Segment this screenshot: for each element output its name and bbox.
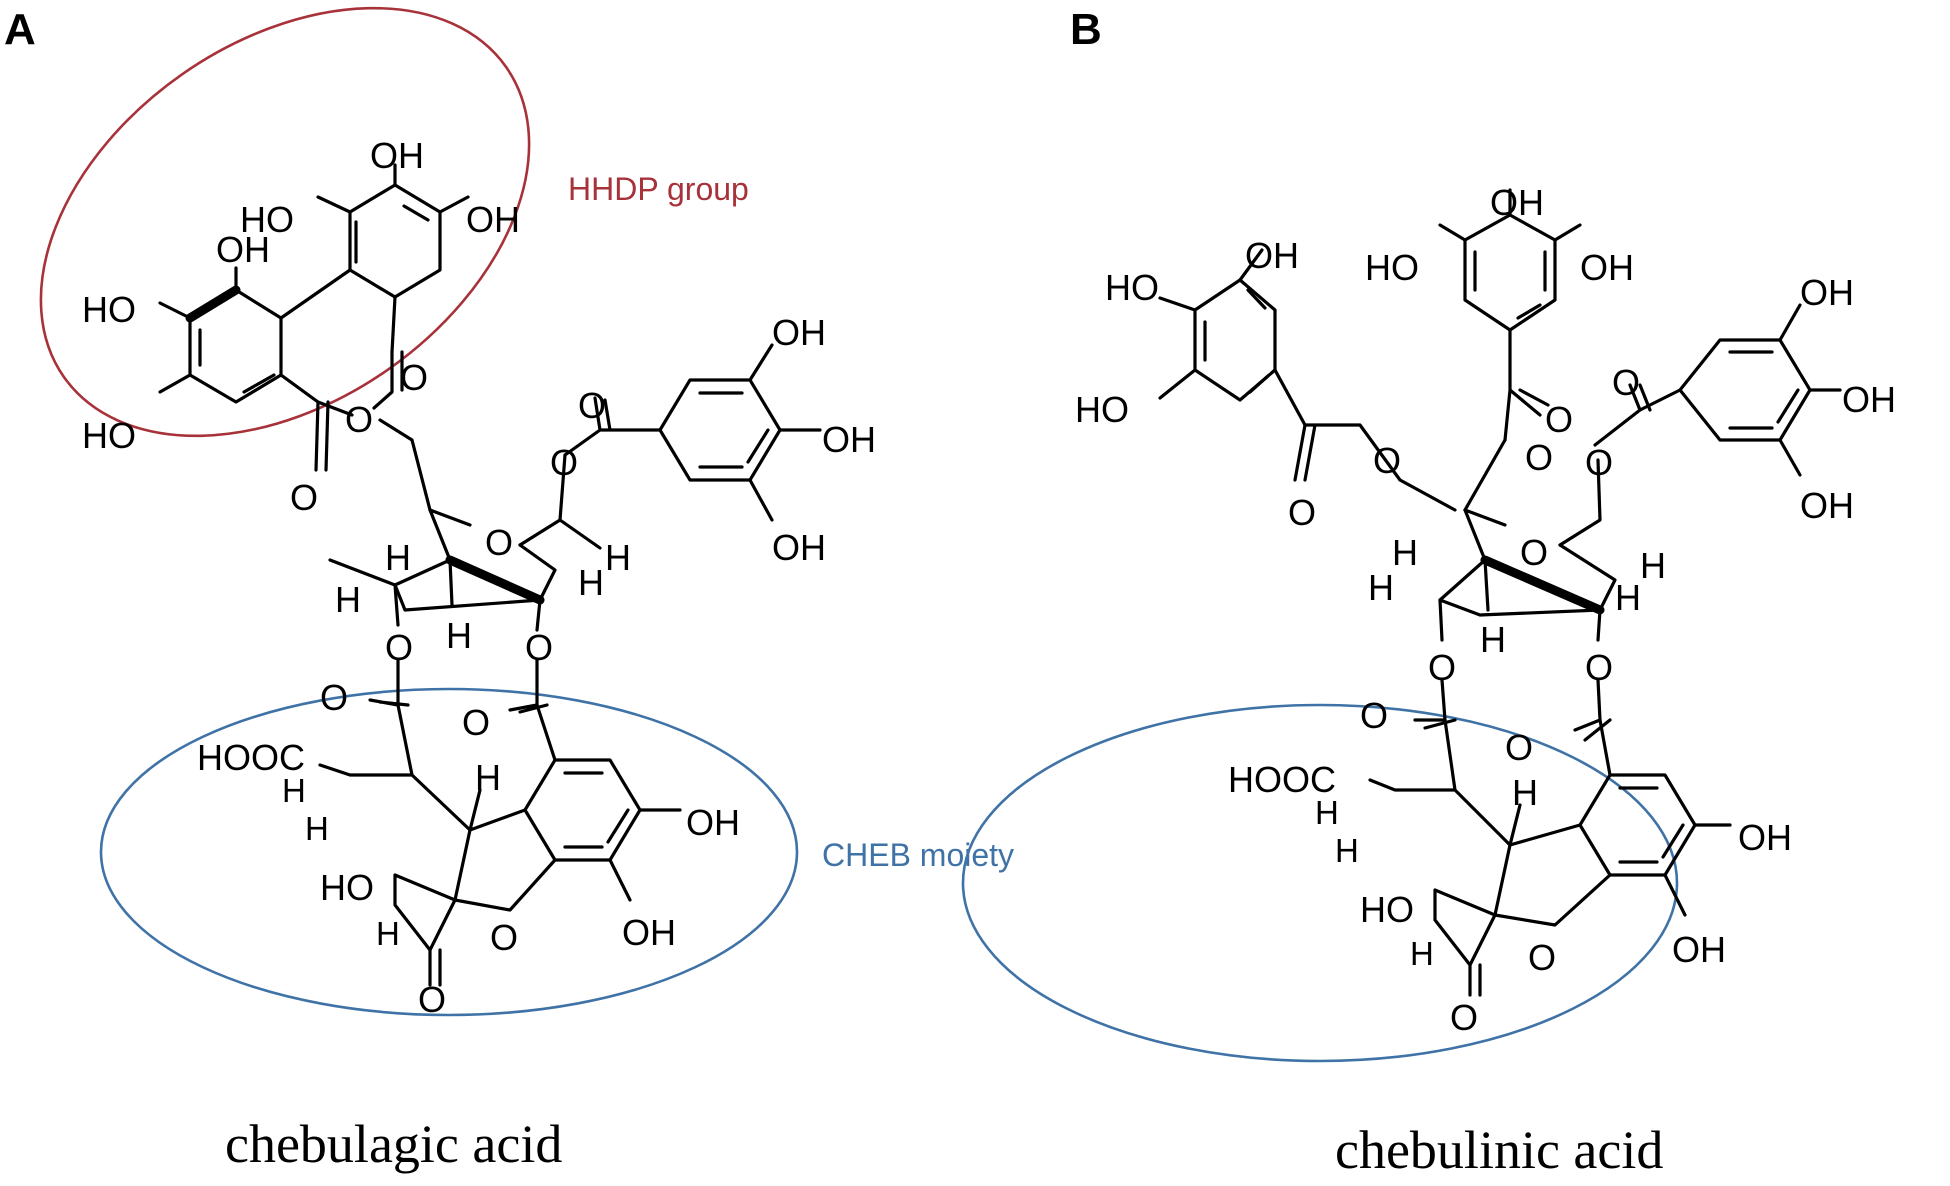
atom-label: H bbox=[1512, 772, 1538, 813]
atom-label: O bbox=[1428, 647, 1456, 688]
atom-label: HO bbox=[240, 199, 294, 240]
atom-label: O bbox=[418, 979, 446, 1020]
atom-label: H bbox=[376, 915, 400, 952]
atom-label: OH bbox=[1580, 247, 1634, 288]
atom-label: OH bbox=[822, 419, 876, 460]
atom-label: HOOC bbox=[197, 737, 305, 778]
atom-label: O bbox=[1288, 492, 1316, 533]
atom-label: OH bbox=[1800, 272, 1854, 313]
atom-label: OH bbox=[772, 312, 826, 353]
atom-label: O bbox=[1528, 937, 1556, 978]
cheb-moiety-label: CHEB moiety bbox=[822, 837, 1014, 873]
atom-label: OH bbox=[1800, 485, 1854, 526]
atom-label: H bbox=[605, 537, 631, 578]
cheb-moiety-outline bbox=[99, 687, 799, 1017]
atom-label: O bbox=[1360, 695, 1388, 736]
compound-name-a: chebulagic acid bbox=[225, 1114, 562, 1174]
atom-label: OH bbox=[216, 229, 270, 270]
atom-label: HO bbox=[320, 867, 374, 908]
atom-label: HO bbox=[1105, 267, 1159, 308]
atom-label: H bbox=[578, 562, 604, 603]
cheb-core-a bbox=[318, 658, 682, 987]
atom-label: OH bbox=[772, 527, 826, 568]
panel-a: A HHDP group CHEB moiety bbox=[4, 5, 1014, 1174]
atom-label: OH bbox=[1245, 235, 1299, 276]
atom-label: O bbox=[525, 627, 553, 668]
atom-label: H bbox=[1410, 935, 1434, 972]
atom-labels-b: OH HO HO OH HO OH OH OH OH O O O O O O O… bbox=[1075, 182, 1896, 1038]
hhdp-upper-ring bbox=[316, 163, 470, 354]
galloyl-b-left bbox=[1158, 248, 1457, 512]
atom-label: O bbox=[290, 477, 318, 518]
atom-label: H bbox=[1368, 567, 1394, 608]
atom-label: OH bbox=[1842, 379, 1896, 420]
galloyl-a bbox=[563, 343, 822, 522]
atom-label: O bbox=[490, 917, 518, 958]
hhdp-lower-ring bbox=[158, 266, 404, 472]
atom-label: HO bbox=[82, 289, 136, 330]
glucose-core-a bbox=[328, 418, 602, 632]
atom-label: H bbox=[1480, 619, 1506, 660]
atom-label: HO bbox=[1365, 247, 1419, 288]
atom-label: O bbox=[345, 399, 373, 440]
atom-label: H bbox=[1392, 532, 1418, 573]
atom-label: O bbox=[462, 702, 490, 743]
atom-label: OH bbox=[622, 912, 676, 953]
atom-label: OH bbox=[686, 802, 740, 843]
atom-label: O bbox=[578, 385, 606, 426]
hhdp-group-label: HHDP group bbox=[568, 171, 749, 207]
atom-label: O bbox=[1545, 399, 1573, 440]
atom-label: H bbox=[385, 537, 411, 578]
atom-label: H bbox=[1640, 545, 1666, 586]
atom-label: O bbox=[1525, 437, 1553, 478]
atom-label: OH bbox=[1490, 182, 1544, 223]
atom-label: H bbox=[1315, 794, 1339, 831]
atom-label: H bbox=[1615, 577, 1641, 618]
cheb-moiety-outline-b bbox=[961, 703, 1679, 1063]
atom-label: H bbox=[335, 579, 361, 620]
panel-b-letter: B bbox=[1070, 5, 1102, 54]
atom-label: O bbox=[1505, 727, 1533, 768]
atom-label: HO bbox=[1075, 389, 1129, 430]
atom-label: OH bbox=[466, 199, 520, 240]
atom-label: O bbox=[1520, 532, 1548, 573]
panel-b: B bbox=[961, 5, 1896, 1180]
panel-a-letter: A bbox=[4, 5, 36, 54]
atom-label: HOOC bbox=[1228, 759, 1336, 800]
atom-label: O bbox=[485, 522, 513, 563]
atom-label: OH bbox=[1672, 929, 1726, 970]
atom-label: HO bbox=[82, 415, 136, 456]
atom-label: O bbox=[1585, 647, 1613, 688]
cheb-core-b bbox=[1368, 678, 1732, 997]
atom-label: O bbox=[1373, 440, 1401, 481]
atom-label: H bbox=[1335, 832, 1359, 869]
atom-label: H bbox=[446, 615, 472, 656]
atom-label: OH bbox=[1738, 817, 1792, 858]
atom-label: O bbox=[385, 627, 413, 668]
atom-label: H bbox=[305, 810, 329, 847]
atom-label: H bbox=[282, 772, 306, 809]
atom-label: HO bbox=[1360, 889, 1414, 930]
atom-label: O bbox=[1585, 442, 1613, 483]
galloyl-b-top bbox=[1438, 188, 1582, 442]
atom-label: H bbox=[475, 757, 501, 798]
galloyl-b-right bbox=[1593, 303, 1842, 477]
compound-name-b: chebulinic acid bbox=[1335, 1120, 1663, 1180]
atom-label: O bbox=[320, 677, 348, 718]
glucose-core-b bbox=[1438, 438, 1617, 642]
atom-label: O bbox=[550, 442, 578, 483]
atom-label: O bbox=[1612, 362, 1640, 403]
atom-label: O bbox=[1450, 997, 1478, 1038]
hhdp-group-outline bbox=[39, 6, 531, 438]
atom-labels-a: OH HO OH OH HO HO O O O O O O H H H H H … bbox=[82, 135, 876, 1020]
atom-label: OH bbox=[370, 135, 424, 176]
atom-label: O bbox=[400, 357, 428, 398]
